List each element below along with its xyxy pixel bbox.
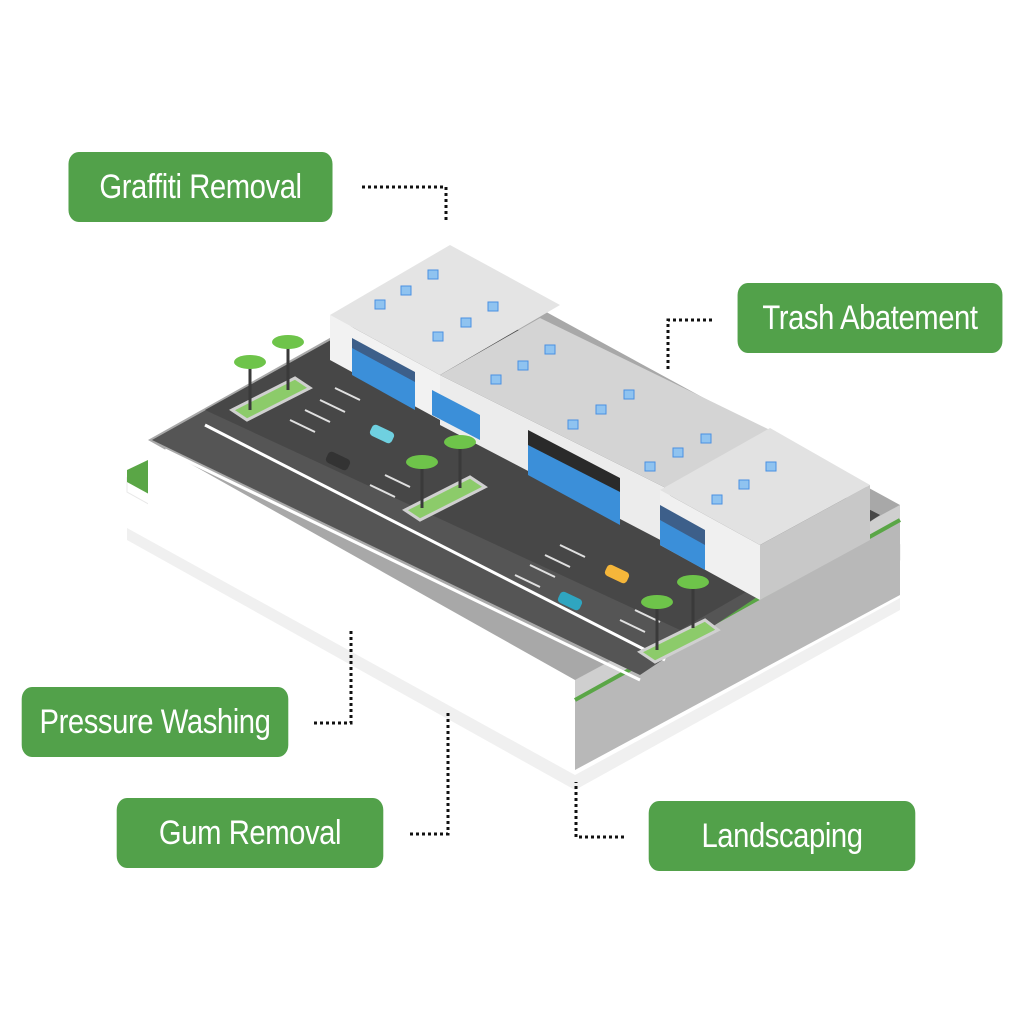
- teal-car: [369, 424, 395, 444]
- connector-landscaping: [574, 782, 624, 839]
- connector-pressure: [314, 630, 353, 725]
- connector-gum: [410, 712, 450, 836]
- landscaping-label: Landscaping: [648, 801, 916, 871]
- graffiti-removal-label: Graffiti Removal: [68, 152, 333, 222]
- yellow-taxi: [604, 564, 630, 584]
- palm-trees: [234, 335, 709, 650]
- blue-car: [557, 591, 583, 611]
- parking-lines: [289, 387, 661, 633]
- rooftop-ac-units: [374, 269, 777, 505]
- connector-trash: [666, 318, 712, 372]
- cars: [325, 424, 630, 611]
- black-car: [325, 451, 351, 471]
- gum-removal-label: Gum Removal: [116, 798, 384, 868]
- connector-lines: [314, 185, 712, 839]
- pressure-washing-label: Pressure Washing: [21, 687, 289, 757]
- trash-abatement-label: Trash Abatement: [737, 283, 1003, 353]
- connector-graffiti: [362, 185, 448, 222]
